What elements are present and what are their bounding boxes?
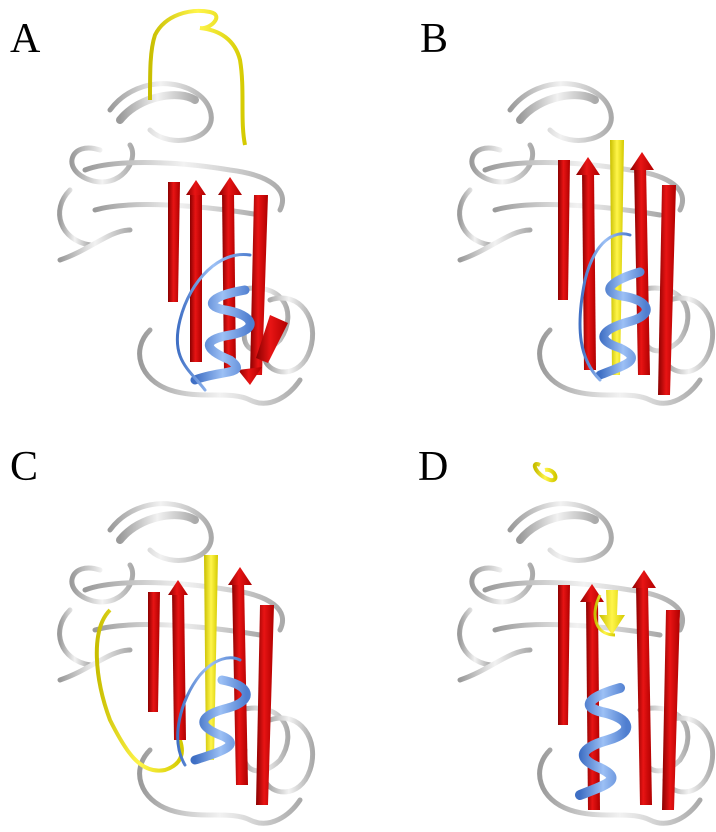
yellow-strand — [610, 140, 624, 375]
panel-a: A — [10, 11, 313, 403]
yellow-loop — [535, 464, 556, 480]
panel-c: C — [10, 444, 313, 823]
yellow-loop — [150, 11, 245, 145]
panel-b: B — [420, 16, 713, 403]
panel-label-c: C — [10, 444, 38, 490]
alpha-helix — [177, 254, 250, 390]
panel-label-a: A — [10, 16, 41, 62]
panel-d: D — [418, 444, 713, 823]
panel-label-b: B — [420, 16, 448, 62]
yellow-loop — [97, 610, 182, 771]
alpha-helix — [580, 688, 626, 795]
panel-label-d: D — [418, 444, 448, 490]
